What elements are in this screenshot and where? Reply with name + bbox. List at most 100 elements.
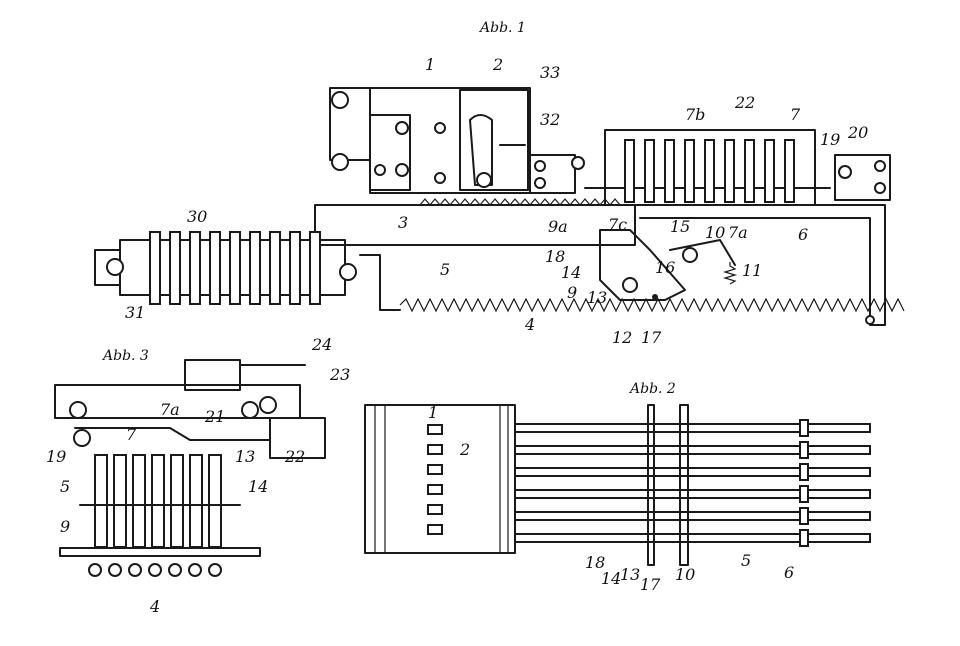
housing-1 xyxy=(369,87,531,194)
label-7b: 7b xyxy=(685,105,705,124)
screw xyxy=(395,163,409,177)
abb1-title: Abb. 1 xyxy=(478,20,526,36)
pin-17 xyxy=(652,294,658,300)
label-13: 13 xyxy=(235,447,255,466)
label-19: 19 xyxy=(820,130,840,149)
abb3-labels: 24 23 7 7a 21 22 19 5 13 14 9 4 xyxy=(46,335,350,616)
figure-abb2: Abb. 2 xyxy=(364,381,871,594)
screw xyxy=(874,182,886,194)
label-9: 9 xyxy=(60,517,70,536)
axle-19 xyxy=(73,429,91,447)
label-10: 10 xyxy=(675,565,695,584)
screw xyxy=(534,160,546,172)
arm-10 xyxy=(669,239,736,266)
label-17: 17 xyxy=(641,328,662,347)
label-7a: 7a xyxy=(160,400,180,419)
abb1-labels: 1 2 33 32 7b 22 7 19 20 30 31 3 5 9a 7c … xyxy=(125,55,868,347)
nut xyxy=(571,156,585,170)
label-16: 16 xyxy=(655,258,675,277)
base-bar xyxy=(59,547,261,557)
label-24: 24 xyxy=(311,335,332,354)
label-1: 1 xyxy=(425,55,435,74)
roller xyxy=(241,401,259,419)
nut xyxy=(339,263,357,281)
pivot-10 xyxy=(682,247,698,263)
label-2: 2 xyxy=(459,440,470,459)
drum-windows xyxy=(427,424,443,535)
label-2: 2 xyxy=(492,55,503,74)
label-20: 20 xyxy=(847,123,868,142)
label-7: 7 xyxy=(126,425,137,444)
label-19: 19 xyxy=(46,447,66,466)
roller xyxy=(69,401,87,419)
label-17: 17 xyxy=(640,575,661,594)
magnet-coils xyxy=(149,231,321,305)
label-31: 31 xyxy=(125,303,145,322)
label-10: 10 xyxy=(705,223,725,242)
label-23: 23 xyxy=(329,365,350,384)
label-4: 4 xyxy=(524,315,535,334)
label-22: 22 xyxy=(734,93,755,112)
figure-abb3: Abb. 3 24 23 7 7a xyxy=(46,335,350,616)
screw xyxy=(434,172,446,184)
slide-bars xyxy=(514,423,871,543)
housing-2 xyxy=(459,89,529,191)
bracket-hole xyxy=(331,153,349,171)
label-18: 18 xyxy=(545,247,565,266)
rod-10 xyxy=(679,404,689,566)
label-6: 6 xyxy=(798,225,808,244)
frame-left xyxy=(359,254,401,311)
block xyxy=(184,359,241,391)
roller xyxy=(259,396,277,414)
label-13: 13 xyxy=(587,288,607,307)
label-22: 22 xyxy=(284,447,305,466)
spring-11 xyxy=(722,262,738,285)
end-block xyxy=(94,249,121,286)
label-9: 9 xyxy=(567,283,577,302)
bracket-hole xyxy=(331,91,349,109)
label-18: 18 xyxy=(585,553,605,572)
label-7c: 7c xyxy=(608,215,627,234)
upper-coils xyxy=(624,139,795,203)
label-30: 30 xyxy=(187,207,207,226)
nut xyxy=(838,165,852,179)
spring-anchor xyxy=(865,315,875,325)
rack-5 xyxy=(314,204,636,246)
label-1: 1 xyxy=(428,403,438,422)
frame xyxy=(634,204,886,326)
abb2-labels: 1 2 18 14 13 17 10 5 6 xyxy=(428,403,794,594)
label-14: 14 xyxy=(248,477,268,496)
part-22 xyxy=(269,417,326,459)
latch-9 xyxy=(599,229,686,301)
label-13: 13 xyxy=(620,565,640,584)
rack-teeth xyxy=(419,198,621,206)
label-33: 33 xyxy=(540,63,560,82)
foot-row xyxy=(88,563,222,577)
label-9a: 9a xyxy=(548,217,568,236)
label-14: 14 xyxy=(601,569,621,588)
magnet-bank-22 xyxy=(604,129,816,206)
screw xyxy=(395,121,409,135)
abb3-title: Abb. 3 xyxy=(101,348,149,364)
label-7a: 7a xyxy=(728,223,748,242)
label-5: 5 xyxy=(60,477,70,496)
label-11: 11 xyxy=(742,261,762,280)
spring-4 xyxy=(399,297,905,313)
label-4: 4 xyxy=(149,597,160,616)
abb2-title: Abb. 2 xyxy=(628,381,676,397)
drum-1 xyxy=(364,404,516,554)
bar-stops-6 xyxy=(799,419,809,547)
rod-17 xyxy=(647,404,655,566)
screw xyxy=(534,177,546,189)
label-7: 7 xyxy=(790,105,801,124)
label-3: 3 xyxy=(398,213,408,232)
figure-abb1: Abb. 1 xyxy=(94,20,905,347)
label-12: 12 xyxy=(612,328,632,347)
screw xyxy=(434,122,446,134)
label-6: 6 xyxy=(784,563,794,582)
label-15: 15 xyxy=(670,217,690,236)
screw xyxy=(374,164,386,176)
end-block-right xyxy=(834,154,891,201)
lever-33 xyxy=(469,114,493,186)
